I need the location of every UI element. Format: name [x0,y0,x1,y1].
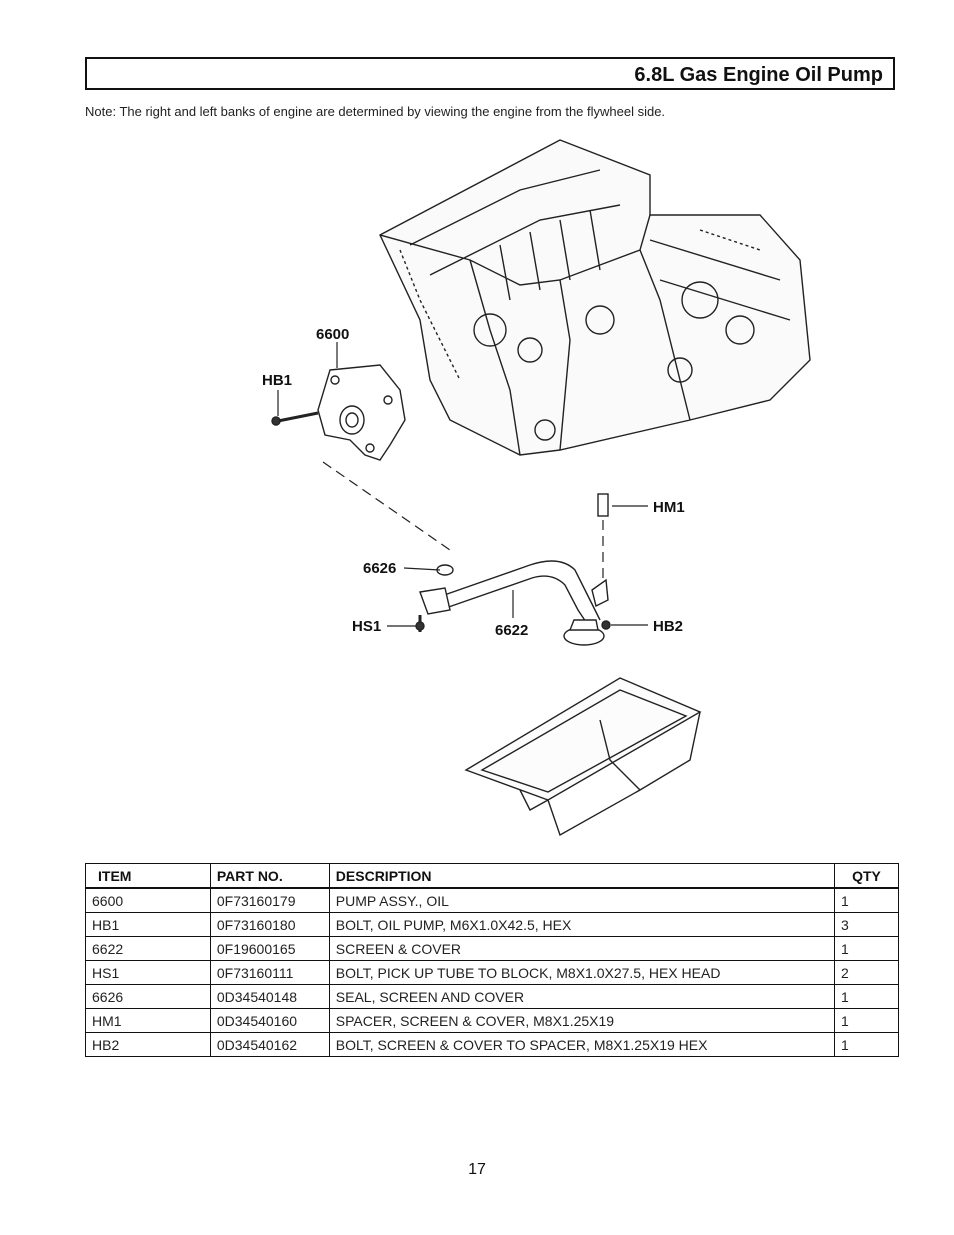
pickup-tube-illustration [419,560,609,646]
hb1-bolt-illustration [271,411,319,426]
page-title: 6.8L Gas Engine Oil Pump [634,64,883,86]
callout-hb2: HB2 [653,618,683,635]
leader-lines [336,342,648,627]
callout-hb1: HB1 [262,372,292,389]
parts-table: ITEM PART NO. DESCRIPTION QTY 6600 0F731… [85,863,899,1057]
column-header-part-no: PART NO. [209,863,330,889]
cell-item: HB2 [85,1032,211,1057]
page-number: 17 [468,1161,486,1178]
cell-qty: 3 [834,912,899,937]
cell-part-no: 0D34540160 [209,1008,330,1033]
cell-qty: 1 [834,936,899,961]
hm1-spacer-illustration [597,493,609,517]
table-row: 6600 0F73160179 PUMP ASSY., OIL 1 [85,887,899,913]
table-row: HB1 0F73160180 BOLT, OIL PUMP, M6X1.0X42… [85,912,899,937]
callout-hs1: HS1 [352,618,381,635]
callout-6600: 6600 [316,326,349,343]
cell-qty: 1 [834,984,899,1009]
cell-part-no: 0F19600165 [209,936,330,961]
table-row: HM1 0D34540160 SPACER, SCREEN & COVER, M… [85,1008,899,1033]
cell-description: SPACER, SCREEN & COVER, M8X1.25X19 [328,1008,836,1033]
oil-pump-illustration [317,364,406,461]
cell-part-no: 0F73160111 [209,960,330,985]
cell-qty: 1 [834,1032,899,1057]
callout-hm1: HM1 [653,499,685,516]
column-header-item: ITEM [85,863,211,889]
cell-part-no: 0D34540148 [209,984,330,1009]
title-box: 6.8L Gas Engine Oil Pump [85,57,895,90]
column-header-qty: QTY [834,863,899,889]
alignment-lines [322,461,604,590]
cell-description: BOLT, SCREEN & COVER TO SPACER, M8X1.25X… [328,1032,836,1057]
cell-qty: 1 [834,887,899,913]
column-header-description: DESCRIPTION [328,863,836,889]
table-row: 6622 0F19600165 SCREEN & COVER 1 [85,936,899,961]
callout-6622: 6622 [495,622,528,639]
exploded-parts-diagram: 6600 HB1 HM1 6626 HS1 6622 HB2 [262,139,811,837]
hb2-bolt-illustration [601,620,611,630]
cell-description: SCREEN & COVER [328,936,836,961]
table-row: HB2 0D34540162 BOLT, SCREEN & COVER TO S… [85,1032,899,1057]
cell-item: 6600 [85,887,211,913]
cell-description: SEAL, SCREEN AND COVER [328,984,836,1009]
cell-item: HB1 [85,912,211,937]
cell-description: BOLT, PICK UP TUBE TO BLOCK, M8X1.0X27.5… [328,960,836,985]
cell-part-no: 0F73160180 [209,912,330,937]
cell-part-no: 0F73160179 [209,887,330,913]
cell-item: HS1 [85,960,211,985]
callout-6626: 6626 [363,560,396,577]
note-text: Note: The right and left banks of engine… [85,104,666,119]
cell-item: 6622 [85,936,211,961]
table-row: 6626 0D34540148 SEAL, SCREEN AND COVER 1 [85,984,899,1009]
cell-item: HM1 [85,1008,211,1033]
cell-description: BOLT, OIL PUMP, M6X1.0X42.5, HEX [328,912,836,937]
cell-qty: 1 [834,1008,899,1033]
oil-pan-illustration [464,677,702,837]
cell-qty: 2 [834,960,899,985]
cell-description: PUMP ASSY., OIL [328,887,836,913]
table-row: HS1 0F73160111 BOLT, PICK UP TUBE TO BLO… [85,960,899,985]
engine-block-illustration [379,139,811,456]
cell-item: 6626 [85,984,211,1009]
table-header-row: ITEM PART NO. DESCRIPTION QTY [85,863,899,889]
hs1-bolt-illustration [415,615,425,632]
cell-part-no: 0D34540162 [209,1032,330,1057]
